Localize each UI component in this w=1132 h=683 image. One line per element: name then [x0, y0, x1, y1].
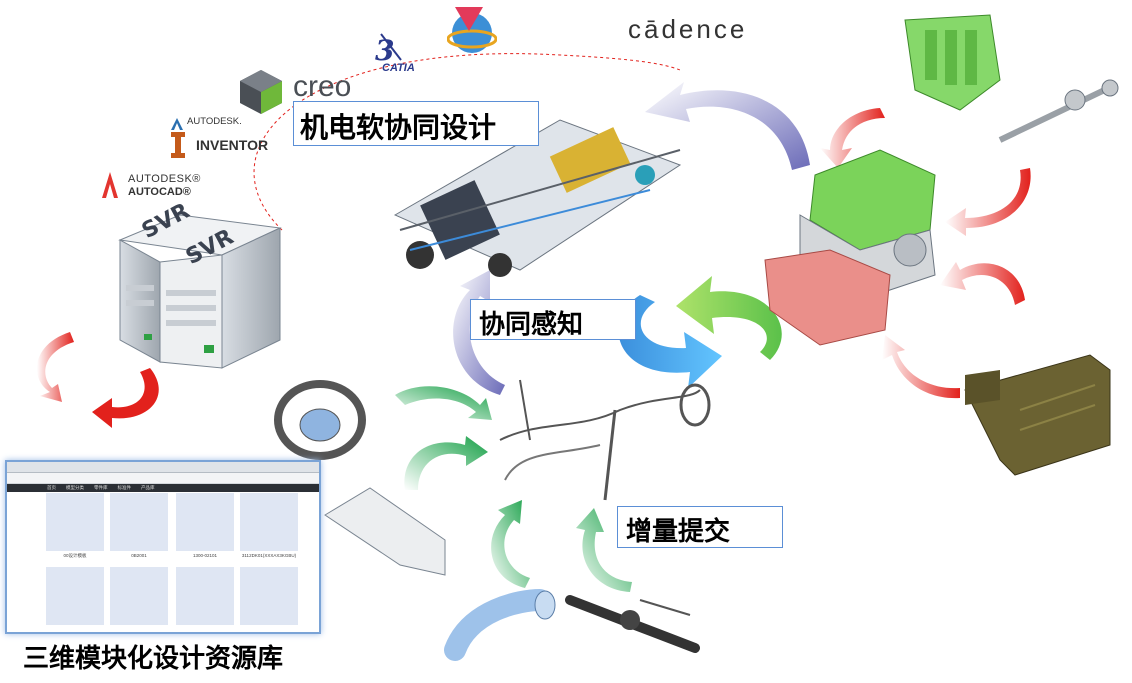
- green-arrow-1: [395, 386, 492, 420]
- red-arrow-engine-1: [820, 108, 885, 168]
- server-cycle-arrow-left: [36, 332, 74, 402]
- engine-assembly: [764, 149, 936, 346]
- catia-text: CATIA: [382, 62, 415, 74]
- autocad-brand-text: AUTODESK®: [128, 173, 201, 185]
- thumbnail-card[interactable]: [110, 567, 168, 625]
- wire-harness-assembly: [499, 379, 711, 501]
- purple-arrow-left: [453, 270, 505, 395]
- thumbnail-caption: 1300-02101: [192, 553, 218, 558]
- chassis-assembly: [393, 119, 682, 277]
- thumbnail-caption: 3112DK01(XXXAX3KGBU): [241, 553, 297, 558]
- window-addressbar: [7, 473, 319, 484]
- autocad-icon: [100, 172, 120, 198]
- thumbnail-card[interactable]: [240, 567, 298, 625]
- library-title: 三维模块化设计资源库: [23, 644, 284, 674]
- nav-tab[interactable]: 模型分类: [66, 485, 84, 490]
- nav-tab[interactable]: 产品库: [141, 485, 155, 490]
- autodesk-mark-icon: [171, 117, 183, 130]
- thumbnail-card[interactable]: [46, 493, 104, 551]
- red-arrow-engine-3: [940, 262, 1025, 305]
- thumbnail-card[interactable]: [240, 493, 298, 551]
- steering-wheel-part: [274, 380, 366, 460]
- catia-icon: 3: [375, 30, 407, 67]
- window-nav: 首页 模型分类 零件库 标准件 产品库: [7, 484, 319, 492]
- steering-rack-part: [565, 595, 700, 653]
- green-arrow-3: [491, 500, 530, 588]
- intake-pipe-part: [444, 589, 556, 661]
- green-arrow-2: [404, 436, 488, 490]
- purple-arrow-top: [645, 82, 810, 170]
- library-thumbnail-grid: 00设计模板 0B2001 1300-02101 3112DK01(XXXAX3…: [8, 487, 312, 627]
- nx-icon: [446, 5, 498, 55]
- thumbnail-card[interactable]: [176, 567, 234, 625]
- green-arrow-4: [576, 508, 632, 592]
- server-cycle-arrow-right: [92, 368, 159, 428]
- red-arrow-engine-2: [945, 168, 1031, 236]
- thumbnail-card[interactable]: [46, 567, 104, 625]
- thumbnail-caption: 00设计模板: [63, 553, 87, 558]
- server-icon: [118, 214, 282, 369]
- nav-tab[interactable]: 标准件: [117, 485, 132, 490]
- co-design-label: 机电软协同设计: [293, 101, 539, 146]
- creo-icon: [240, 70, 282, 114]
- intake-manifold-part: [904, 14, 1001, 111]
- inventor-brand-text: AUTODESK.: [187, 116, 242, 127]
- bracket-part: [324, 487, 446, 576]
- svg-text:3: 3: [375, 34, 394, 66]
- co-sense-label: 协同感知: [470, 299, 636, 340]
- inventor-icon: [171, 132, 185, 158]
- incremental-submit-label: 增量提交: [617, 506, 783, 548]
- autocad-name-text: AUTOCAD®: [128, 186, 191, 198]
- window-titlebar: [7, 462, 319, 473]
- thumbnail-caption: 0B2001: [131, 553, 147, 558]
- blue-cycle-arrow: [618, 295, 722, 388]
- air-filter-part: [964, 354, 1111, 476]
- creo-text: creo: [293, 70, 352, 103]
- nav-tab[interactable]: 首页: [47, 485, 56, 490]
- red-arrow-engine-4: [882, 335, 960, 399]
- dashed-connection-arc: [253, 53, 681, 231]
- lime-cycle-arrow: [676, 276, 782, 360]
- inventor-name-text: INVENTOR: [196, 137, 269, 153]
- drive-shaft-part: [998, 79, 1119, 143]
- thumbnail-card[interactable]: [176, 493, 234, 551]
- thumbnail-card[interactable]: [110, 493, 168, 551]
- cadence-logo: cādence: [628, 14, 748, 44]
- nav-tab[interactable]: 零件库: [94, 485, 108, 490]
